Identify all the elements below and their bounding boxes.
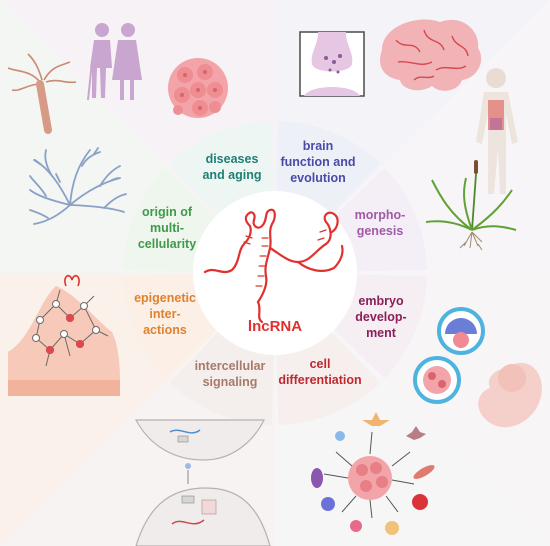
- hydra-icon: [7, 53, 77, 134]
- fetus-icon: [478, 362, 542, 428]
- sector-label-line: cellularity: [138, 237, 196, 251]
- label-origin: origin of multi- cellularity: [138, 205, 196, 251]
- sector-label-line: genesis: [357, 224, 404, 238]
- zygote-icon: [413, 356, 461, 404]
- sector-label-line: actions: [143, 323, 187, 337]
- chromatin-icon: [8, 274, 120, 396]
- sector-label-line: diseases: [206, 152, 259, 166]
- sector-label-line: cell: [310, 357, 331, 371]
- plant-icon: [425, 160, 517, 251]
- sector-label-line: brain: [303, 139, 334, 153]
- sector-label-line: inter-: [149, 307, 180, 321]
- sector-label-line: signaling: [203, 375, 258, 389]
- ring-sector-epigenetic: [123, 274, 216, 379]
- sector-label-line: ment: [366, 326, 397, 340]
- label-embryo: embryo develop- ment: [355, 294, 406, 340]
- ring-sector-brain: [276, 121, 381, 214]
- label-intercellular: intercellular signaling: [195, 359, 266, 389]
- label-brain: brain function and evolution: [281, 139, 356, 185]
- human-body-icon: [476, 68, 518, 194]
- sector-label-line: and aging: [202, 168, 261, 182]
- ring-sector-origin: [123, 167, 216, 272]
- tumor-cluster-icon: [168, 58, 228, 118]
- ring-sector-embryo: [334, 274, 427, 379]
- sector-label-line: develop-: [355, 310, 406, 324]
- cell-differentiation-icon: [311, 412, 435, 535]
- ring-sector-intercellular: [169, 332, 274, 425]
- synapse-icon: [299, 31, 365, 97]
- sector-ring: [123, 121, 427, 425]
- sector-label-line: morpho-: [355, 208, 406, 222]
- blastocyst-icon: [437, 307, 485, 355]
- ring-sector-morpho: [334, 167, 427, 272]
- intercellular-signaling-icon: [134, 419, 271, 546]
- ring-sector-cell: [276, 332, 381, 425]
- ring-sector-diseases: [169, 121, 274, 214]
- sector-label-line: epigenetic: [134, 291, 196, 305]
- label-cell: cell differentiation: [278, 357, 361, 387]
- sector-label-line: differentiation: [278, 373, 361, 387]
- branching-sponge-icon: [29, 147, 127, 225]
- sector-label-line: embryo: [358, 294, 404, 308]
- sector-label-line: multi-: [150, 221, 184, 235]
- elderly-couple-icon: [87, 23, 142, 101]
- center-label: lncRNA: [248, 318, 302, 335]
- lncrna-molecule-icon: [203, 208, 344, 324]
- sector-label-line: function and: [281, 155, 356, 169]
- label-epigenetic: epigenetic inter- actions: [134, 291, 196, 337]
- brain-icon: [380, 19, 482, 91]
- sector-label-line: intercellular: [195, 359, 266, 373]
- sector-label-line: origin of: [142, 205, 193, 219]
- inner-circle: [193, 191, 357, 355]
- label-diseases: diseases and aging: [202, 152, 261, 182]
- label-morpho: morpho- genesis: [355, 208, 406, 238]
- sector-label-line: evolution: [290, 171, 346, 185]
